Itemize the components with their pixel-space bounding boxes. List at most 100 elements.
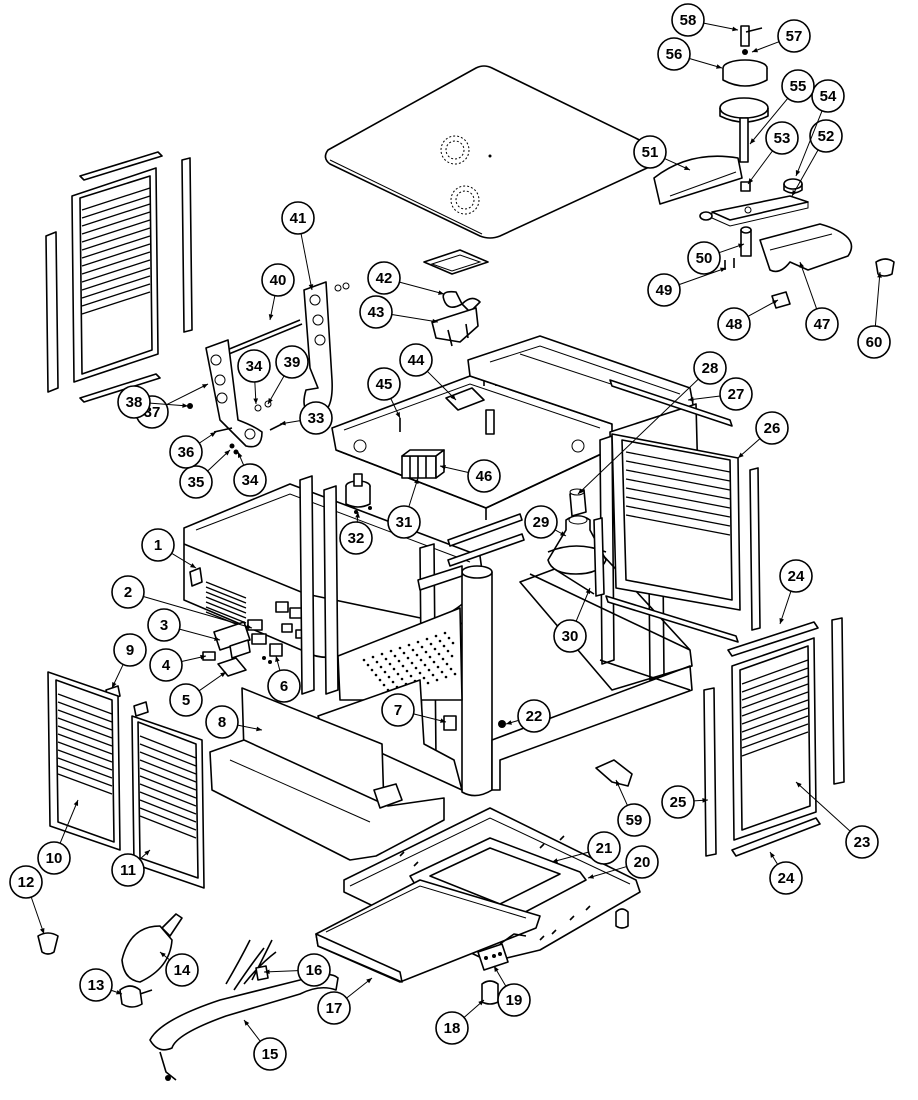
callout-arrowhead <box>732 26 738 32</box>
callout-43: 43 <box>359 295 439 329</box>
callout-arrowhead <box>202 384 208 389</box>
callout-number: 3 <box>160 617 168 634</box>
callout-arrowhead <box>440 718 446 723</box>
callout-leader <box>747 299 779 317</box>
callout-circle <box>267 669 301 703</box>
callout-circle <box>809 119 843 153</box>
callout-number: 15 <box>262 1046 279 1063</box>
callout-arrowhead <box>268 314 274 320</box>
callout-16: 16 <box>263 953 331 987</box>
callout-41: 41 <box>281 201 315 291</box>
callout-34: 34 <box>233 451 267 497</box>
base-assembly <box>315 807 641 1005</box>
callout-10: 10 <box>37 799 79 875</box>
callout-circle <box>165 953 199 987</box>
callout-19: 19 <box>493 965 531 1017</box>
callout-arrowhead <box>246 624 252 629</box>
callout-number: 2 <box>124 584 132 601</box>
callout-arrowhead <box>795 170 801 176</box>
callout-46: 46 <box>439 459 501 493</box>
callout-59: 59 <box>615 779 651 837</box>
callout-leader <box>678 267 727 286</box>
callout-number: 59 <box>626 812 643 829</box>
callout-circle <box>237 349 271 383</box>
callout-arrowhead <box>438 290 444 295</box>
callout-number: 27 <box>728 386 745 403</box>
callout-number: 43 <box>368 304 385 321</box>
callout-24: 24 <box>769 851 803 895</box>
callout-23: 23 <box>795 781 879 859</box>
callout-number: 29 <box>533 514 550 531</box>
motor-part <box>345 473 372 514</box>
callout-leader <box>874 271 881 327</box>
callout-circle <box>117 385 151 419</box>
callout-number: 1 <box>154 537 162 554</box>
callout-arrowhead <box>779 618 784 624</box>
callout-circle <box>169 683 203 717</box>
callout-circle <box>37 841 71 875</box>
callout-44: 44 <box>399 343 457 401</box>
callout-circle <box>777 19 811 53</box>
callout-13: 13 <box>79 968 123 1002</box>
callout-circle <box>233 463 267 497</box>
callout-number: 23 <box>854 834 871 851</box>
callout-56: 56 <box>657 37 723 71</box>
callout-18: 18 <box>435 999 485 1045</box>
callout-arrowhead <box>702 798 708 803</box>
callout-circle <box>657 37 691 71</box>
callout-50: 50 <box>687 241 745 275</box>
callout-circle <box>617 803 651 837</box>
callout-arrowhead <box>772 300 778 305</box>
callout-number: 25 <box>670 794 687 811</box>
callout-arrowhead <box>256 726 262 732</box>
callout-circle <box>317 991 351 1025</box>
callout-number: 10 <box>46 850 63 867</box>
callout-circle <box>275 345 309 379</box>
callout-number: 12 <box>18 874 35 891</box>
callout-arrowhead <box>275 656 280 662</box>
callout-circle <box>169 435 203 469</box>
callout-number: 57 <box>786 28 803 45</box>
callout-leader <box>799 261 818 310</box>
callout-number: 16 <box>306 962 323 979</box>
callout-arrowhead <box>616 780 621 786</box>
callout-arrowhead <box>200 654 206 660</box>
callout-arrowhead <box>268 398 273 404</box>
callout-number: 7 <box>394 702 402 719</box>
top-lid <box>324 65 665 239</box>
callout-leader <box>795 781 851 832</box>
callout-leader <box>59 799 79 844</box>
callout-number: 34 <box>242 472 259 489</box>
callout-arrowhead <box>224 450 230 456</box>
callout-39: 39 <box>267 345 309 405</box>
accessories <box>37 913 339 1081</box>
callout-circle <box>524 505 558 539</box>
callout-40: 40 <box>261 263 295 321</box>
callout-34: 34 <box>237 349 271 405</box>
callout-arrowhead <box>264 969 270 975</box>
callout-number: 60 <box>866 334 883 351</box>
callout-45: 45 <box>367 367 401 419</box>
callout-circle <box>693 351 727 385</box>
callout-circle <box>367 367 401 401</box>
callout-number: 51 <box>642 144 659 161</box>
callout-53: 53 <box>747 121 799 185</box>
callout-arrowhead <box>432 318 438 324</box>
callout-circle <box>553 619 587 653</box>
callout-circle <box>299 401 333 435</box>
callout-arrowhead <box>355 512 360 518</box>
callout-circle <box>297 953 331 987</box>
callout-circle <box>661 785 695 819</box>
callout-number: 30 <box>562 628 579 645</box>
callout-arrowhead <box>210 432 216 438</box>
callout-arrowhead <box>506 720 512 725</box>
callout-arrowhead <box>450 394 456 400</box>
callout-number: 42 <box>376 270 393 287</box>
callout-21: 21 <box>551 831 621 865</box>
callout-circle <box>517 699 551 733</box>
callout-leader <box>413 713 447 723</box>
callout-leader <box>166 383 209 406</box>
callout-arrowhead <box>190 563 196 568</box>
callout-arrowhead <box>494 966 499 972</box>
